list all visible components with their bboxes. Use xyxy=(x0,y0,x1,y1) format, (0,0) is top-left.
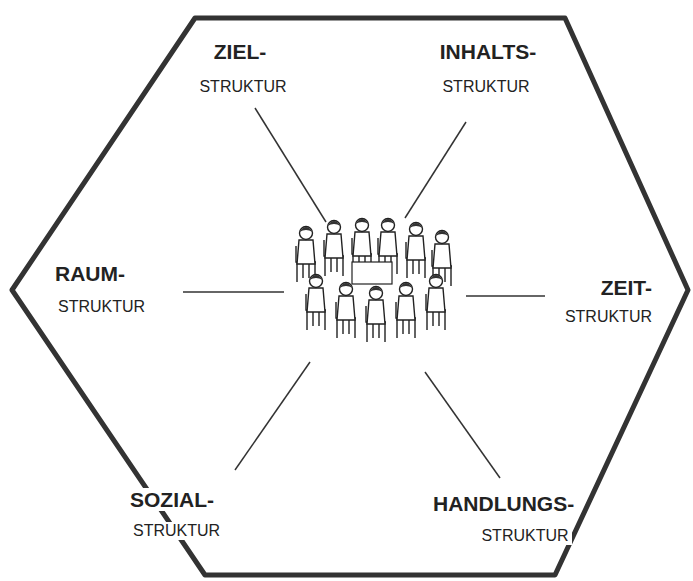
structure-sublabel: STRUKTUR xyxy=(439,78,532,96)
structure-sublabel: STRUKTUR xyxy=(562,308,655,326)
structure-sublabel: STRUKTUR xyxy=(478,527,571,545)
spoke-line xyxy=(425,372,500,478)
child-figure xyxy=(406,223,426,279)
child-figure xyxy=(324,221,344,277)
structure-label: INHALTS- xyxy=(437,40,539,63)
structure-sublabel: STRUKTUR xyxy=(196,78,289,96)
spoke-line xyxy=(466,295,545,297)
spoke-line xyxy=(255,108,326,222)
child-figure xyxy=(296,227,316,283)
child-figure xyxy=(426,275,446,331)
spoke-lines xyxy=(183,108,545,478)
children-circle-illustration xyxy=(296,219,452,343)
structure-label: ZEIT- xyxy=(598,276,655,299)
spoke-line xyxy=(405,122,466,218)
paper-sheet xyxy=(352,262,392,284)
spoke-line xyxy=(183,291,284,293)
structure-sublabel: STRUKTUR xyxy=(130,522,223,540)
structure-label: HANDLUNGS- xyxy=(430,492,577,515)
hexagon-outline xyxy=(12,18,688,575)
structure-sublabel: STRUKTUR xyxy=(55,298,148,316)
child-figure xyxy=(336,283,356,339)
structure-label: ZIEL- xyxy=(211,40,270,63)
child-figure xyxy=(396,283,416,339)
spoke-line xyxy=(235,362,310,470)
structure-label: RAUM- xyxy=(52,262,128,285)
child-figure xyxy=(366,287,386,343)
child-figure xyxy=(306,275,326,331)
structure-label: SOZIAL- xyxy=(127,488,217,511)
